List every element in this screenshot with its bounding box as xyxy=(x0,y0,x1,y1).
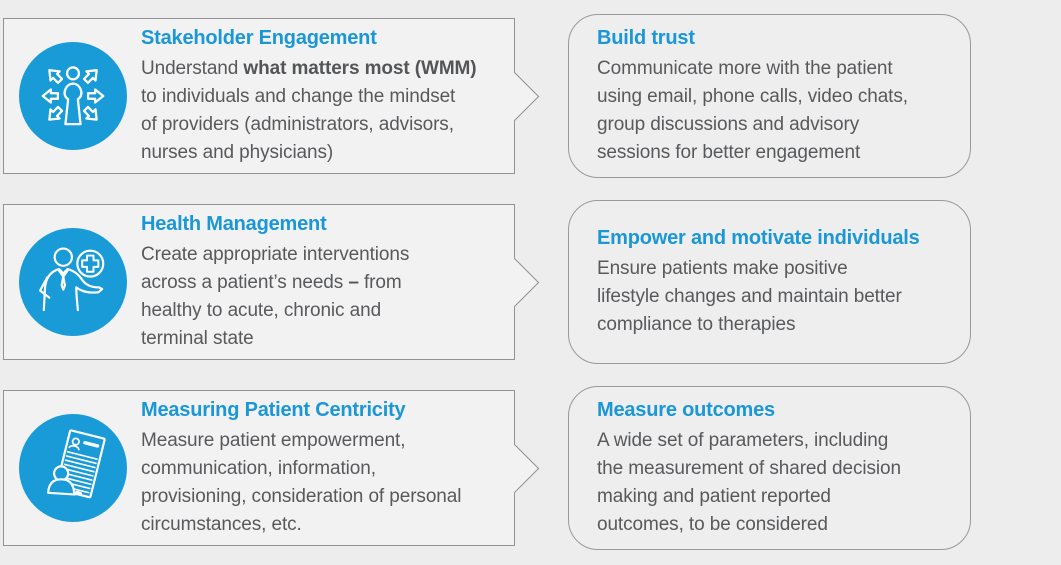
row-stakeholder-engagement: Stakeholder Engagement Understand what m… xyxy=(3,14,1061,178)
chevron-pointer xyxy=(489,257,540,308)
stage-box-stakeholder-engagement: Stakeholder Engagement Understand what m… xyxy=(3,18,540,174)
outcome-title: Build trust xyxy=(597,26,695,49)
stage-title: Measuring Patient Centricity xyxy=(141,398,406,421)
patient-record-icon xyxy=(47,429,106,499)
stage-title: Stakeholder Engagement xyxy=(141,26,377,49)
row-measuring-patient-centricity: Measuring Patient Centricity Measure pat… xyxy=(3,386,1061,550)
outcome-title: Empower and motivate individuals xyxy=(597,226,920,249)
outcome-box-build-trust: Build trust Communicate more with the pa… xyxy=(568,14,971,178)
stage-box-health-management: Health Management Create appropriate int… xyxy=(3,204,540,360)
stage-box-measuring-patient-centricity: Measuring Patient Centricity Measure pat… xyxy=(3,390,540,546)
outcome-box-empower-individuals: Empower and motivate individuals Ensure … xyxy=(568,200,971,364)
stage-description: Understand what matters most (WMM)to ind… xyxy=(141,57,477,163)
doctor-plus-icon xyxy=(38,247,105,312)
icon-circle xyxy=(19,228,127,336)
chevron-pointer xyxy=(489,71,540,122)
chevron-pointer xyxy=(489,443,540,494)
stage-description: Measure patient empowerment,communicatio… xyxy=(141,429,462,535)
icon-circle xyxy=(19,414,127,522)
stage-title: Health Management xyxy=(141,212,327,235)
row-health-management: Health Management Create appropriate int… xyxy=(3,200,1061,364)
outcome-box-measure-outcomes: Measure outcomes A wide set of parameter… xyxy=(568,386,971,550)
outcome-title: Measure outcomes xyxy=(597,398,775,421)
radiating-person-icon xyxy=(41,64,105,126)
icon-circle xyxy=(19,42,127,150)
